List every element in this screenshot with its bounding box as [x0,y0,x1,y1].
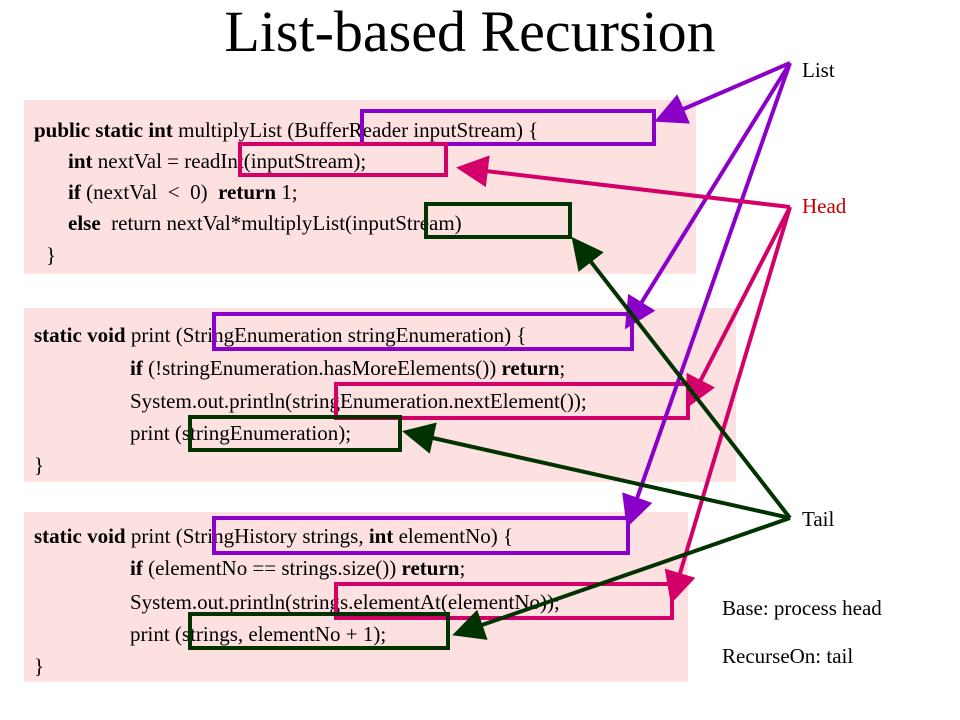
code-line: } [34,453,45,477]
code-panel-print-history [24,512,688,682]
code-line: System.out.println(stringEnumeration.nex… [130,389,587,413]
recurse-note: RecurseOn: tail [722,644,854,668]
list-highlight-box [212,516,630,555]
code-line: print (stringEnumeration); [130,421,352,445]
code-text: elementNo) { [393,524,514,548]
base-note: Base: process head [722,596,882,620]
keyword: public static int [34,118,173,142]
head-arrow [686,206,792,409]
code-line: static void print (StringHistory strings… [34,524,513,548]
code-line: } [46,243,57,267]
keyword: static void [34,524,126,548]
code-line: static void print (StringEnumeration str… [34,323,526,347]
list-highlight-box [212,312,634,351]
code-text: return nextVal*multiplyList(inputStream) [100,211,462,235]
code-text: print (StringHistory strings, [125,524,369,548]
keyword: int [368,524,394,548]
tail-arrow [402,422,791,520]
code-line: System.out.println(strings.elementAt(ele… [130,590,560,614]
code-line: public static int multiplyList (BufferRe… [34,118,538,142]
tail-arrow [452,516,791,640]
code-line: } [34,654,45,678]
keyword: else [68,211,101,235]
code-line: if (!stringEnumeration.hasMoreElements()… [130,356,565,380]
head-arrow [456,155,791,209]
code-text: print (StringEnumeration stringEnumerati… [125,323,527,347]
code-text: 1; [276,180,298,204]
head-label: Head [802,194,847,218]
code-text: ; [459,556,466,580]
keyword: return [401,556,460,580]
code-text: (elementNo == strings.size()) [142,556,402,580]
code-panel-print-enumeration [24,308,736,482]
tail-highlight-box [424,202,572,239]
list-arrow [654,61,791,124]
tail-arrow [571,236,792,520]
slide-title: List-based Recursion [224,0,716,64]
list-arrow [622,62,792,528]
keyword: if [68,180,81,204]
tail-label: Tail [802,507,835,531]
tail-highlight-box [188,612,450,650]
keyword: return [501,356,560,380]
code-line: int nextVal = readInt(inputStream); [68,149,366,173]
keyword: int [68,149,93,173]
keyword: if [130,556,143,580]
code-text: (!stringEnumeration.hasMoreElements()) [142,356,502,380]
code-line: if (nextVal < 0) return 1; [68,180,298,204]
code-text: nextVal = readInt(inputStream); [92,149,367,173]
head-highlight-box [238,142,448,177]
keyword: return [218,180,276,204]
code-text: multiplyList (BufferReader inputStream) … [172,118,539,142]
list-highlight-box [360,109,656,146]
list-label: List [802,58,835,82]
code-text: (nextVal < 0) [80,180,219,204]
code-line: if (elementNo == strings.size()) return; [130,556,465,580]
code-text: ; [559,356,566,380]
keyword: if [130,356,143,380]
head-arrow [664,206,792,604]
list-arrow [624,61,792,330]
code-line: print (strings, elementNo + 1); [130,622,387,646]
head-highlight-box [334,382,690,420]
keyword: static void [34,323,126,347]
code-line: else return nextVal*multiplyList(inputSt… [68,211,462,235]
tail-highlight-box [188,415,402,452]
